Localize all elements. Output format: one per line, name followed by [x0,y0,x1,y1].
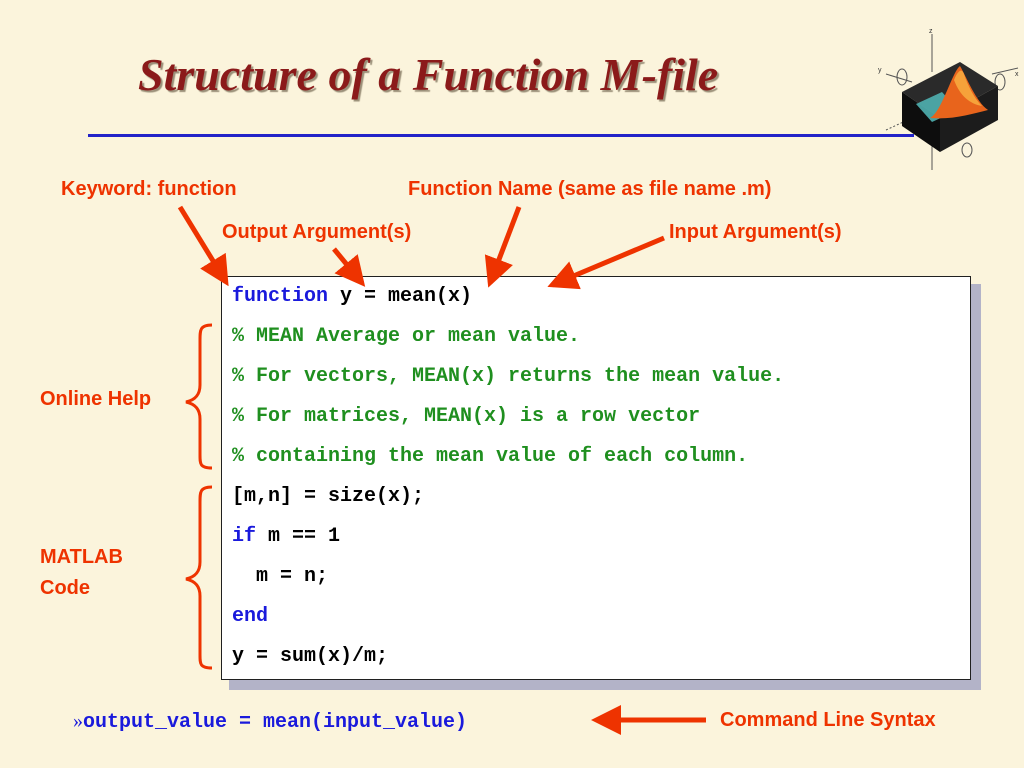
code-line-end: end [232,605,268,628]
arrow-input-argument [547,235,665,290]
title-underline [88,134,914,137]
code-help-line: % For matrices, MEAN(x) is a row vector [232,405,701,428]
matlab-logo-icon: z y x [878,28,1019,170]
code-line-if: if m == 1 [232,525,340,548]
code-listing: function y = mean(x) % MEAN Average or m… [221,276,971,680]
label-matlab: MATLAB [40,546,123,568]
label-code: Code [40,577,90,599]
code-line-sum: y = sum(x)/m; [232,645,389,668]
label-command-line-syntax: Command Line Syntax [720,709,936,731]
label-output-arguments: Output Argument(s) [222,221,412,243]
code-help-line: % For vectors, MEAN(x) returns the mean … [232,365,785,388]
arrow-keyword [177,205,229,287]
code-keyword-function: function [232,285,329,308]
code-line-assign: m = n; [232,565,329,588]
command-text: output_value = mean(input_value) [83,711,468,734]
code-if-condition: m == 1 [256,525,341,548]
command-prompt: » [73,710,83,732]
slide-title: Structure of a Function M-file [138,49,719,100]
code-help-line: % MEAN Average or mean value. [232,325,581,348]
brace-online-help [185,323,213,470]
arrow-output-argument [332,247,366,287]
arrow-function-name [484,206,522,288]
logo-axis-x: x [1015,71,1019,78]
logo-axis-z: z [929,28,933,35]
command-line-example: »output_value = mean(input_value) [73,710,467,734]
code-line-size: [m,n] = size(x); [232,485,425,508]
logo-axis-y: y [878,67,882,74]
label-keyword-function: Keyword: function [61,178,237,200]
code-keyword-end: end [232,605,269,628]
code-keyword-if: if [232,525,257,548]
code-function-signature: y = mean(x) [328,285,473,308]
code-line-function: function y = mean(x) [232,285,472,308]
label-function-name: Function Name (same as file name .m) [408,178,772,200]
label-input-arguments: Input Argument(s) [669,221,842,243]
code-help-line: % containing the mean value of each colu… [232,445,749,468]
label-online-help: Online Help [40,388,152,410]
brace-matlab-code [185,485,213,670]
